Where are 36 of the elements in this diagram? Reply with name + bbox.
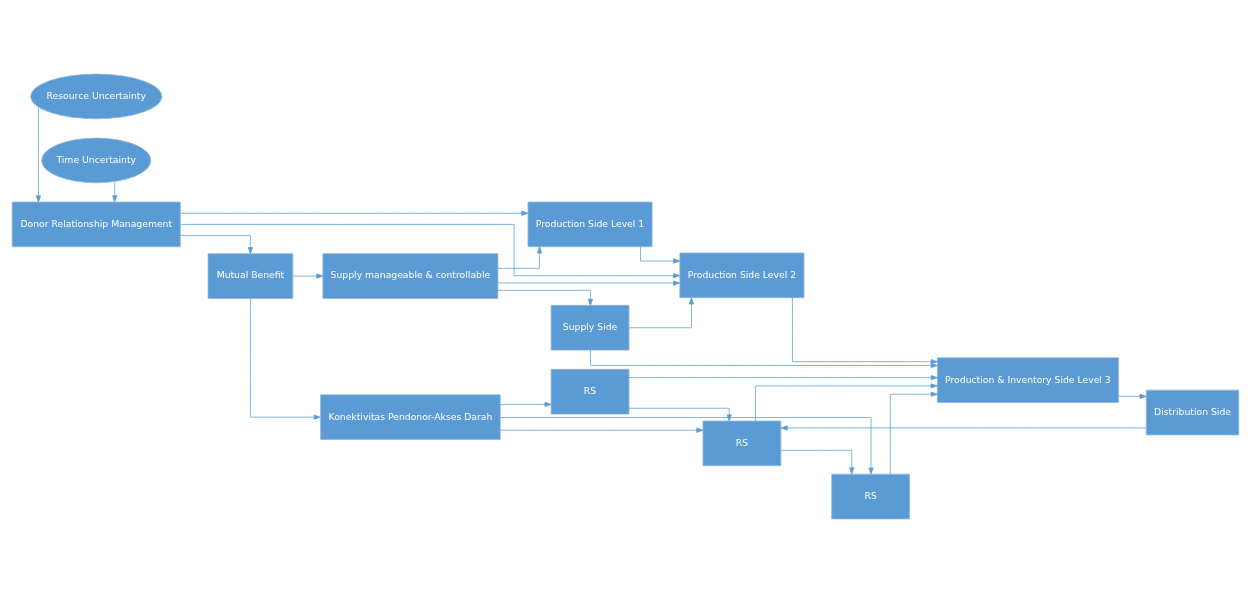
arrow <box>499 401 552 407</box>
arrow <box>179 224 681 279</box>
node-box: RS <box>550 368 630 415</box>
node-box: Production & Inventory Side Level 3 <box>936 357 1119 403</box>
node-box: Konektivitas Pendonor-Akses Darah <box>320 394 501 440</box>
arrow <box>628 375 938 381</box>
node-box: Donor Relationship Management <box>11 201 181 248</box>
node-ellipse: Time Uncertainty <box>41 137 152 184</box>
node-box: RS <box>831 473 910 520</box>
arrow <box>497 289 593 306</box>
arrow <box>112 181 118 203</box>
node-box: Distribution Side <box>1145 389 1240 436</box>
node-box: Production Side Level 2 <box>679 252 805 299</box>
arrow <box>250 298 321 420</box>
arrow <box>179 210 529 216</box>
arrow <box>1118 393 1147 399</box>
node-box: Supply manageable & controllable <box>322 253 499 299</box>
node-box: Production Side Level 1 <box>527 201 653 248</box>
arrow <box>499 427 704 433</box>
node-ellipse: Resource Uncertainty <box>30 73 163 120</box>
node-box: RS <box>702 420 782 467</box>
node-box: Supply Side <box>550 305 630 351</box>
arrow <box>628 407 732 422</box>
arrow <box>780 425 1147 431</box>
arrow <box>35 106 41 203</box>
node-box: Mutual Benefit <box>207 253 294 299</box>
arrow <box>889 391 938 475</box>
arrow <box>628 297 694 329</box>
arrow <box>499 417 874 475</box>
arrow <box>755 383 938 422</box>
arrow <box>497 246 543 269</box>
arrow <box>179 235 253 255</box>
arrow <box>780 449 855 475</box>
arrow <box>792 297 938 365</box>
arrow <box>292 273 324 279</box>
arrow <box>497 280 681 286</box>
